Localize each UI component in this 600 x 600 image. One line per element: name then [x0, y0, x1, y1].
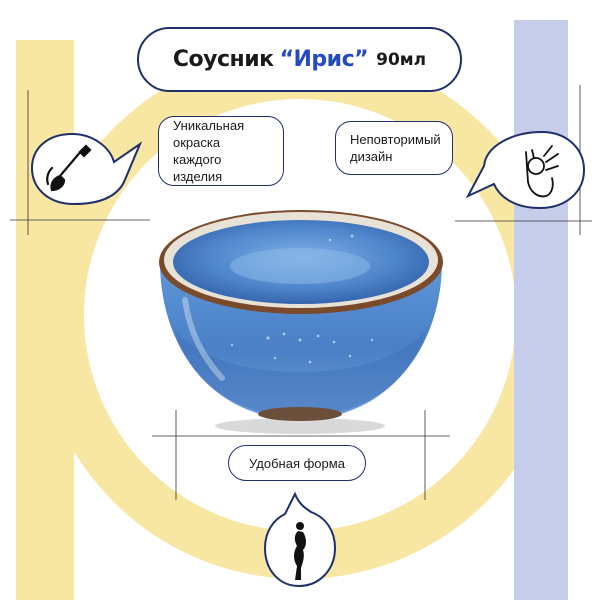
- feature-unique-coloring: Уникальная окраска каждого изделия: [158, 116, 284, 186]
- product-name: “Ирис”: [279, 47, 369, 72]
- feature-comfortable-shape-text: Удобная форма: [249, 455, 345, 471]
- sauce-bowl-image: [159, 210, 443, 434]
- title-pill: Соусник “Ирис” 90мл: [137, 27, 462, 92]
- silhouette-bubble: [255, 490, 345, 595]
- feature-comfortable-shape: Удобная форма: [228, 445, 366, 481]
- feature-unique-design: Неповторимый дизайн: [335, 121, 453, 175]
- yellow-band-left: [16, 40, 74, 600]
- paintbrush-icon: [46, 144, 92, 192]
- product-type: Соусник: [172, 47, 274, 72]
- feature-unique-coloring-text: Уникальная окраска каждого изделия: [173, 118, 245, 184]
- product-volume: 90мл: [376, 49, 427, 70]
- blue-stripe-right: [514, 20, 568, 600]
- ok-hand-icon: [525, 145, 559, 198]
- guide-lines: [10, 85, 592, 500]
- ok-hand-bubble: [460, 126, 592, 219]
- female-silhouette-icon: [294, 522, 306, 580]
- feature-unique-design-text: Неповторимый дизайн: [350, 132, 441, 164]
- paintbrush-bubble: [24, 128, 152, 213]
